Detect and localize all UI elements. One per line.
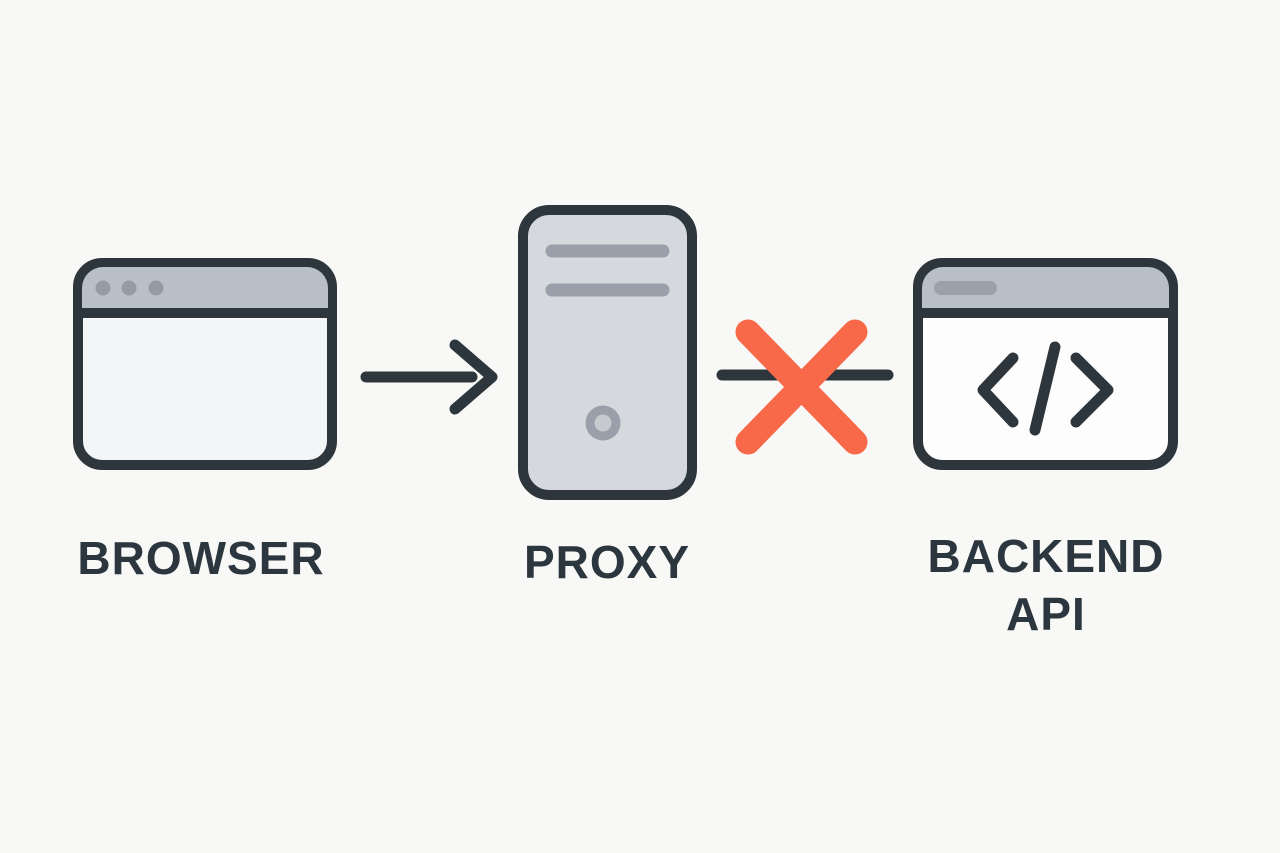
node-label-browser: BROWSER xyxy=(77,532,325,584)
arrow-right-icon xyxy=(360,339,498,415)
node-label-backend-api: BACKEND API xyxy=(927,530,1165,640)
browser-window-icon xyxy=(73,258,337,470)
red-x-icon xyxy=(735,319,868,455)
code-tag-icon xyxy=(977,341,1114,436)
browser-window-dots xyxy=(95,280,164,296)
server-power-button-center xyxy=(594,414,612,432)
code-window-icon xyxy=(913,258,1178,470)
browser-titlebar xyxy=(82,267,328,308)
arrow-head xyxy=(449,339,498,415)
server-tower-icon xyxy=(518,205,697,500)
server-tower-frame xyxy=(518,205,697,500)
blocked-connection-icon xyxy=(716,319,894,455)
node-label-proxy: PROXY xyxy=(523,536,691,588)
code-window-titlebar xyxy=(922,267,1169,308)
